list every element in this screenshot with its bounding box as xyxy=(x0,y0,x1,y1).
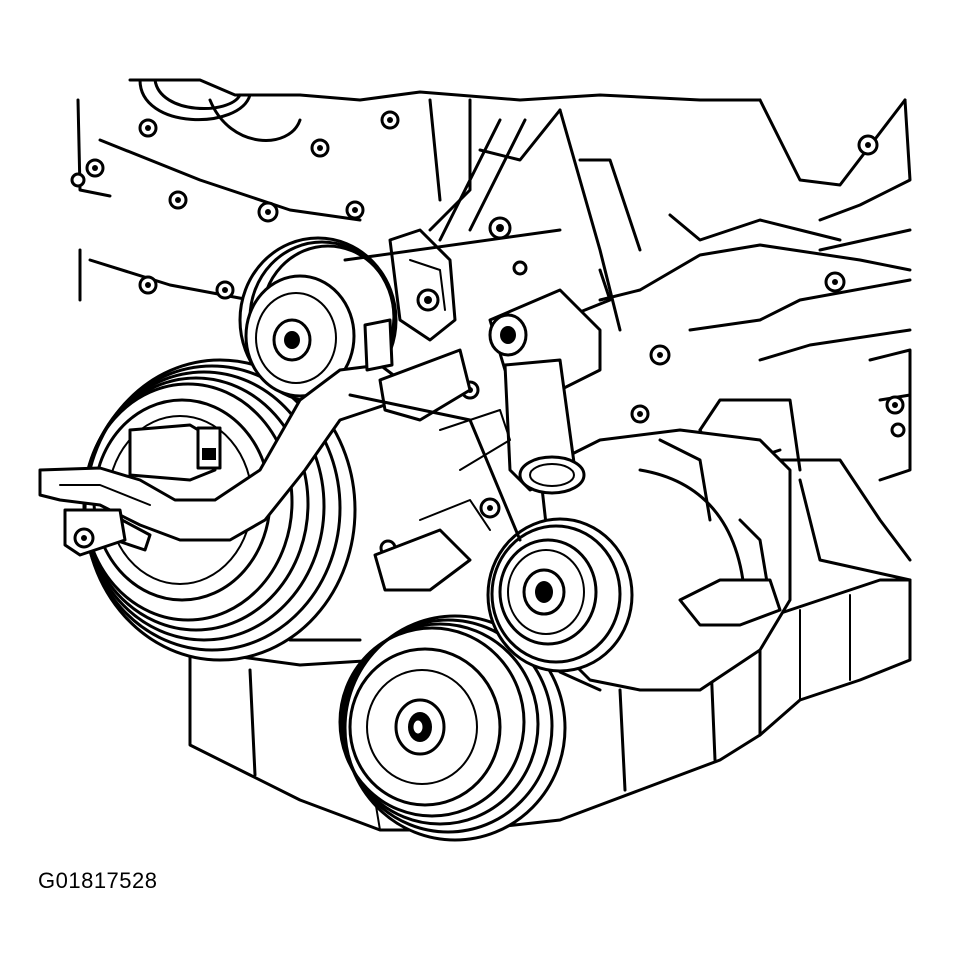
coolant-hose xyxy=(40,320,470,555)
crankshaft-pulley xyxy=(340,616,565,840)
thermostat-housing xyxy=(375,290,600,590)
belt-tensioner-pulley xyxy=(488,519,632,671)
engine-block-outline xyxy=(78,80,910,580)
pulley-bracket xyxy=(390,230,455,340)
drive-belt xyxy=(290,230,600,690)
figure-id-label: G01817528 xyxy=(38,868,158,893)
